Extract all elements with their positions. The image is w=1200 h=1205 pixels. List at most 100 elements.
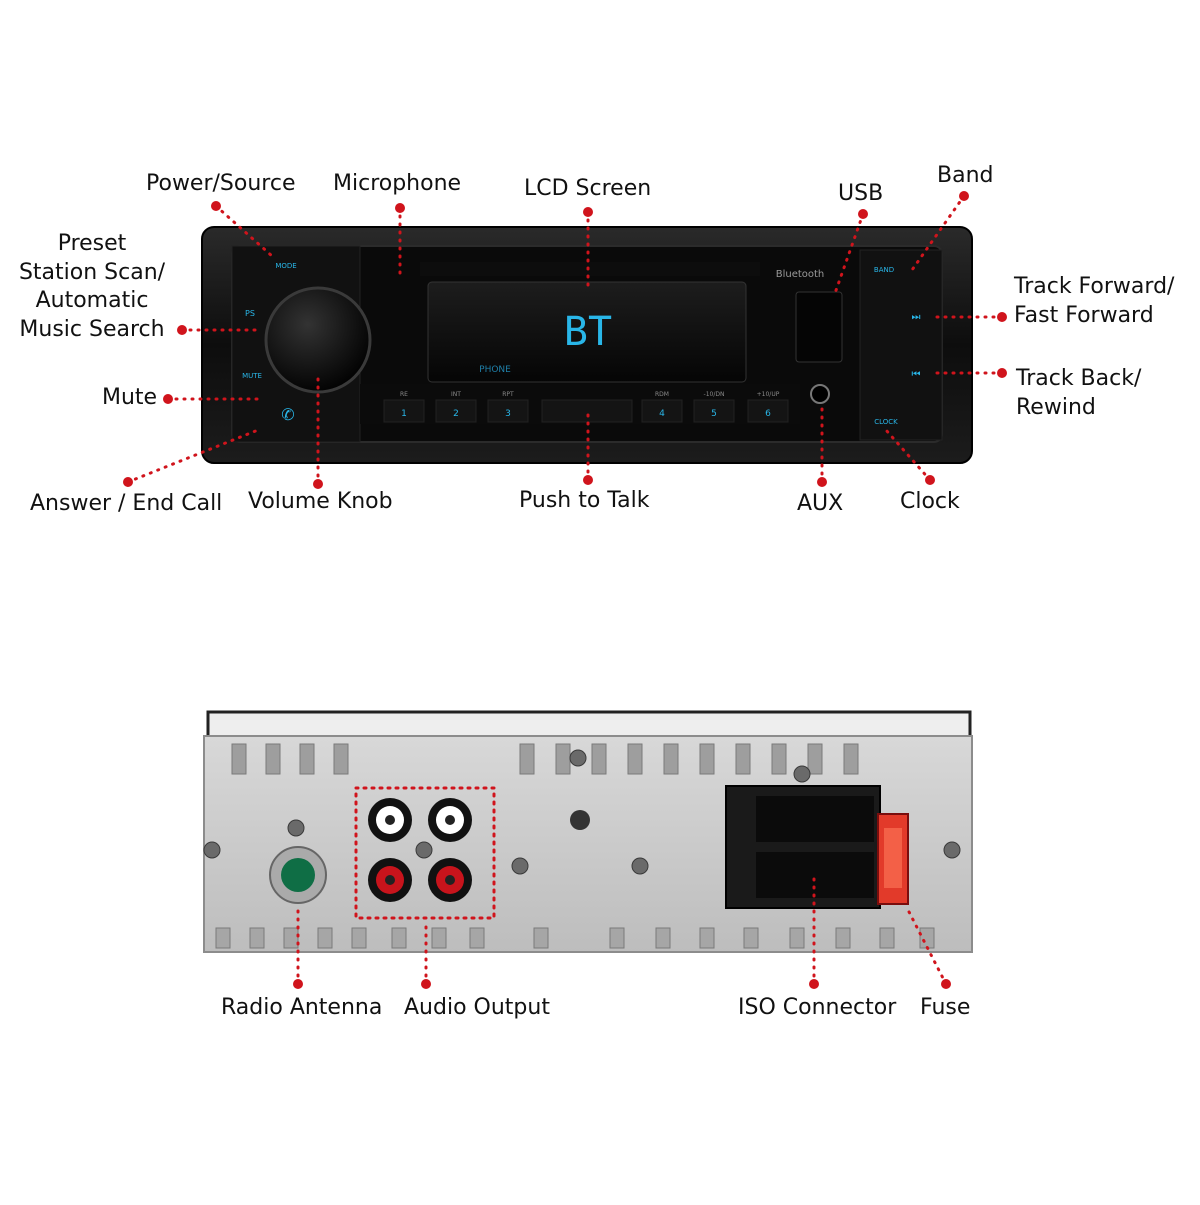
rca-jack-pin	[445, 815, 455, 825]
label-mute: Mute	[102, 384, 157, 413]
rear-top-lip	[208, 712, 970, 738]
callout-dot	[925, 475, 935, 485]
callout-dot	[163, 394, 173, 404]
screw	[416, 842, 432, 858]
vent-slot	[664, 744, 678, 774]
preset-button-caption: RDM	[655, 391, 669, 398]
preset-button-caption: RE	[400, 391, 408, 398]
vent-slot	[250, 928, 264, 948]
screw	[204, 842, 220, 858]
vent-slot	[266, 744, 280, 774]
label-radio-antenna: Radio Antenna	[221, 994, 382, 1023]
vent-slot	[352, 928, 366, 948]
callout-dot	[123, 477, 133, 487]
preset-button-label: 4	[659, 409, 665, 419]
screw	[288, 820, 304, 836]
label-iso-connector: ISO Connector	[738, 994, 896, 1023]
band-button[interactable]: BAND	[874, 266, 894, 274]
preset-button-label: 6	[765, 409, 771, 419]
label-power-source: Power/Source	[146, 170, 296, 199]
rca-jack-pin	[385, 875, 395, 885]
radio-antenna-insert	[281, 858, 315, 892]
vent-slot	[284, 928, 298, 948]
preset-scan-button[interactable]: PS	[245, 309, 255, 318]
vent-slot	[700, 744, 714, 774]
label-band: Band	[937, 162, 993, 191]
callout-dot	[858, 209, 868, 219]
vent-slot	[844, 744, 858, 774]
vent-slot	[700, 928, 714, 948]
preset-button-caption: +10/UP	[757, 391, 780, 398]
preset-button-caption: -10/DN	[704, 391, 725, 398]
vent-slot	[318, 928, 332, 948]
vent-slot	[656, 928, 670, 948]
track-forward-button[interactable]: ⏭	[912, 312, 921, 323]
label-volume-knob: Volume Knob	[248, 488, 393, 517]
iso-connector-upper	[756, 796, 874, 842]
rca-jack-pin	[445, 875, 455, 885]
screw	[794, 766, 810, 782]
label-preset-line-3: Automatic	[19, 287, 165, 316]
power-source-button[interactable]: MODE	[275, 262, 296, 270]
vent-slot	[300, 744, 314, 774]
vent-slot	[880, 928, 894, 948]
callout-dot	[293, 979, 303, 989]
label-usb: USB	[838, 180, 883, 209]
label-track-back-line-1: Track Back/	[1016, 365, 1141, 394]
callout-dot	[421, 979, 431, 989]
clock-button[interactable]: CLOCK	[874, 418, 898, 426]
push-to-talk-button[interactable]	[542, 400, 632, 422]
label-clock: Clock	[900, 488, 960, 517]
vent-slot	[772, 744, 786, 774]
answer-call-button[interactable]: ✆	[281, 405, 294, 424]
label-track-forward-line-2: Fast Forward	[1014, 302, 1174, 331]
label-audio-output: Audio Output	[404, 994, 550, 1023]
vent-slot	[216, 928, 230, 948]
callout-dot	[583, 207, 593, 217]
label-preset-line-2: Station Scan/	[19, 259, 165, 288]
callout-dot	[941, 979, 951, 989]
label-track-back-line-2: Rewind	[1016, 394, 1141, 423]
label-answer-end-call: Answer / End Call	[30, 490, 222, 519]
track-back-button[interactable]: ⏮	[912, 369, 921, 380]
preset-button-caption: RPT	[502, 391, 514, 398]
mute-button[interactable]: MUTE	[242, 372, 262, 380]
vent-slot	[592, 744, 606, 774]
label-lcd-screen: LCD Screen	[524, 175, 651, 204]
vent-slot	[556, 744, 570, 774]
right-button-panel	[860, 250, 942, 440]
preset-button-label: 3	[505, 409, 511, 419]
vent-slot	[334, 744, 348, 774]
preset-button-caption: INT	[451, 391, 461, 398]
label-aux: AUX	[797, 490, 843, 519]
fuse-window	[884, 828, 902, 888]
brand-strip	[420, 262, 760, 276]
vent-slot	[790, 928, 804, 948]
vent-slot	[432, 928, 446, 948]
vent-slot	[392, 928, 406, 948]
label-push-to-talk: Push to Talk	[519, 487, 649, 516]
label-preset-line-1: Preset	[19, 230, 165, 259]
bluetooth-text: Bluetooth	[776, 269, 825, 280]
label-preset-scan: Preset Station Scan/ Automatic Music Sea…	[19, 230, 165, 344]
preset-button-label: 2	[453, 409, 459, 419]
vent-slot	[610, 928, 624, 948]
vent-slot	[470, 928, 484, 948]
vent-slot	[808, 744, 822, 774]
screw	[512, 858, 528, 874]
label-microphone: Microphone	[333, 170, 461, 199]
vent-slot	[836, 928, 850, 948]
callout-dot	[997, 312, 1007, 322]
rca-jack-pin	[385, 815, 395, 825]
vent-slot	[920, 928, 934, 948]
usb-port[interactable]	[796, 292, 842, 362]
rear-panel	[204, 712, 972, 952]
callout-dot	[959, 191, 969, 201]
aux-jack[interactable]	[811, 385, 829, 403]
vent-slot	[520, 744, 534, 774]
vent-slot	[628, 744, 642, 774]
vent-slot	[232, 744, 246, 774]
vent-slot	[736, 744, 750, 774]
volume-knob[interactable]	[266, 288, 370, 392]
